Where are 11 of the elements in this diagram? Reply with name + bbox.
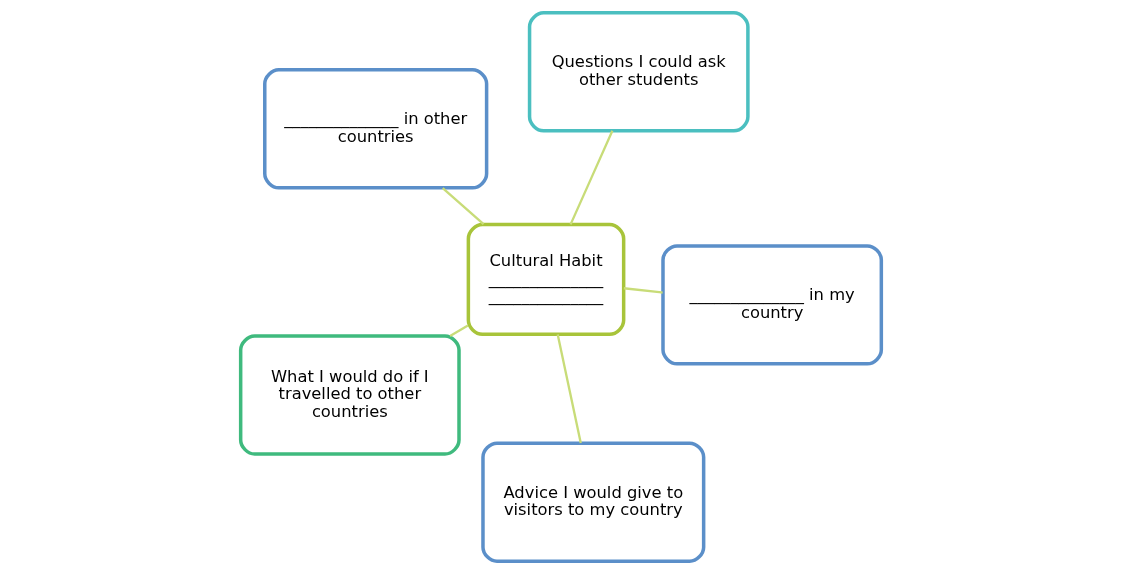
connector	[449, 324, 469, 337]
node-box: Advice I would give to visitors to my country	[481, 441, 706, 563]
connector	[623, 287, 663, 294]
node-box: What I would do if I travelled to other countries	[238, 334, 461, 456]
node-box: ______________ in other countries	[263, 68, 489, 190]
connector	[569, 130, 614, 225]
connector	[441, 187, 485, 226]
connector	[556, 334, 582, 444]
node-box: Cultural Habit ______________ ______________	[466, 222, 626, 337]
node-box: Questions I could ask other students	[527, 11, 750, 133]
node-box: ______________ in my country	[661, 244, 884, 366]
